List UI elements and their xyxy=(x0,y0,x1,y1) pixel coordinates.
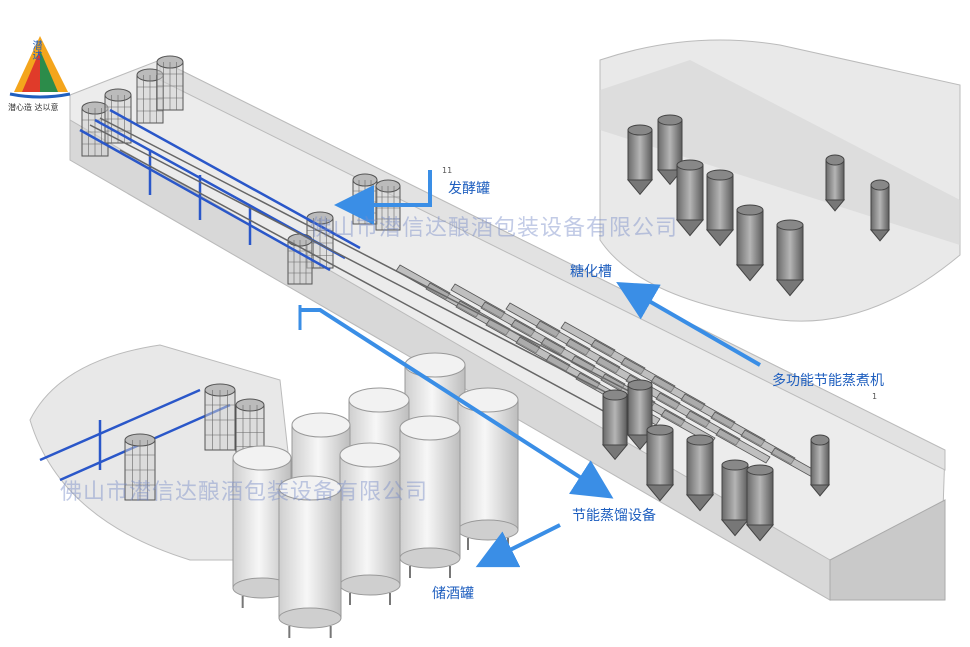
detail-right-cookers xyxy=(601,379,831,542)
cooker-unit xyxy=(685,434,715,512)
label-fermentation-tank: 发酵罐 xyxy=(448,181,490,197)
fermentation-tank xyxy=(124,433,156,501)
cooker-unit xyxy=(601,389,629,461)
cooker-unit xyxy=(720,459,750,537)
cooker-unit xyxy=(775,219,805,297)
cooker-unit xyxy=(656,114,684,186)
storage-tanks xyxy=(232,352,519,638)
flow-arrows xyxy=(298,170,761,568)
cooker-unit xyxy=(869,179,891,242)
detail-bubble-top-right xyxy=(599,39,961,322)
storage-tank xyxy=(278,475,342,638)
label-saccharification-tank: 糖化槽 xyxy=(570,264,612,280)
fermentation-tank xyxy=(375,179,401,231)
cooker-unit xyxy=(809,434,831,497)
fermentation-tank xyxy=(204,383,236,451)
logo-slogan: 潜心造 达以意 xyxy=(8,103,59,112)
arrow-to-distillation xyxy=(300,308,614,499)
label-storage-tank: 储酒罐 xyxy=(432,586,474,602)
cooker-unit xyxy=(705,169,735,247)
arrow-to-saccharification xyxy=(616,282,761,367)
cooker-unit xyxy=(626,124,654,196)
small-number-top: 11 xyxy=(442,166,453,175)
arrow-to-storage xyxy=(475,523,561,568)
cooker-unit xyxy=(824,154,846,212)
cooker-unit xyxy=(675,159,705,237)
small-number-right: 1 xyxy=(872,392,878,401)
cooker-unit xyxy=(645,424,675,502)
fermentation-tank xyxy=(156,55,184,111)
watermark-bottom: 佛山市潜信达酿酒包装设备有限公司 xyxy=(60,480,429,505)
storage-tank xyxy=(339,442,401,605)
cooker-unit xyxy=(745,464,775,542)
cooker-unit xyxy=(735,204,765,282)
watermark-top: 佛山市潜信达酿酒包装设备有限公司 xyxy=(310,216,679,241)
label-multi-function-cooker: 多功能节能蒸煮机 xyxy=(772,373,884,389)
storage-tank xyxy=(399,415,461,578)
storage-tank xyxy=(457,387,519,550)
label-distillation-equipment: 节能蒸馏设备 xyxy=(572,508,656,524)
cooker-unit xyxy=(626,379,654,451)
fermentation-tank xyxy=(81,101,109,157)
gray-rails xyxy=(89,117,651,421)
logo-brand: 潜达 xyxy=(30,40,41,60)
arrow-fermentation xyxy=(334,170,432,225)
company-logo xyxy=(9,36,71,99)
